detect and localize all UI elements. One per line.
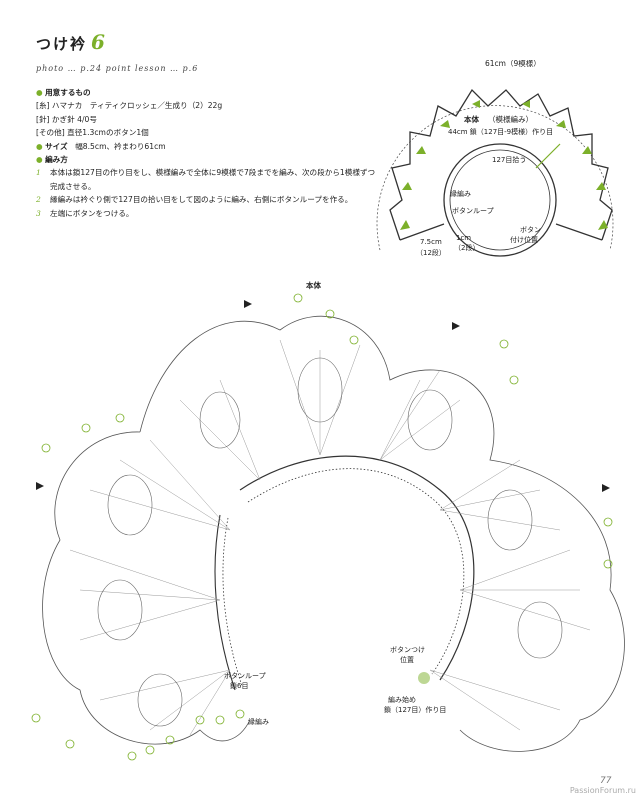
title-number: 6 (91, 30, 107, 54)
chart-outer-edge-right (139, 315, 625, 752)
title-text: つけ衿 (36, 35, 88, 53)
chart-neckline (239, 455, 475, 681)
schematic-edge-depth: 1cm (456, 234, 471, 242)
chart-edging-label: 縁編み (248, 717, 269, 726)
chart-heading: 本体 (306, 281, 321, 290)
outer-dimension-arc (376, 105, 614, 251)
collar-outline-zigzag (389, 88, 613, 241)
page-reference: photo … p.24 point lesson … p.6 (36, 64, 199, 73)
chart-start-sub: 鎖（127目）作り目 (384, 705, 446, 714)
schematic-depth-rows: （12段） (416, 248, 446, 257)
size-value: 幅8.5cm、衿まわり61cm (75, 141, 166, 151)
direction-arrows (400, 100, 608, 230)
schematic-edge-rows: （2段） (454, 243, 479, 252)
schematic-button-label: ボタン (520, 225, 541, 234)
instructions-block: ● 用意するもの [糸] ハマナカ ティティクロッシェ／生成り（2）22g [針… (36, 86, 376, 220)
page-number: 77 (600, 776, 612, 786)
chart-outer-edge-left (42, 431, 251, 745)
size-label: サイズ (45, 141, 68, 151)
yarn-line: [糸] ハマナカ ティティクロッシェ／生成り（2）22g (36, 101, 223, 111)
schematic-width-label: 61cm（9模様） (485, 60, 541, 68)
materials-heading: 用意するもの (45, 88, 91, 97)
collar-schematic: 61cm（9模様） 本体 （模様編み） 44cm 鎖（127目-9模様）作り目 … (376, 60, 614, 257)
schematic-button-label-2: 付け位置 (510, 235, 538, 244)
stitch-radials (69, 339, 591, 736)
collar-inner-circle (443, 143, 557, 257)
hook-line: [針] かぎ針 4/0号 (36, 114, 97, 124)
schematic-edging-label: 縁編み (450, 189, 471, 198)
method-heading: 編み方 (45, 155, 68, 165)
pineapple-motifs (97, 357, 563, 727)
row-start-triangles (36, 300, 610, 492)
button-position-marker (418, 672, 430, 684)
schematic-pickup-label: 127目拾う (492, 155, 526, 164)
chart-button-pos-sub: 位置 (400, 655, 414, 664)
schematic-depth-label: 7.5cm (420, 238, 442, 246)
chart-button-loop-sub: 鎖6目 (230, 681, 248, 690)
watermark: PassionForum.ru (569, 786, 636, 795)
chart-button-loop-label: ボタンループ (224, 671, 266, 680)
chart-start-label: 編み始め (388, 695, 416, 704)
schematic-body-label: 本体 (463, 114, 479, 124)
other-line: [その他] 直径1.3cmのボタン1個 (36, 128, 149, 138)
edging-circle (449, 149, 551, 251)
schematic-loop-label: ボタンループ (452, 206, 494, 215)
crochet-chart: ボタンループ 鎖6目 縁編み ボタンつけ 位置 編み始め 鎖（127目）作り目 (31, 293, 625, 761)
schematic-chain-label: 44cm 鎖（127目-9模様）作り目 (448, 127, 553, 136)
chart-button-pos-label: ボタンつけ (390, 645, 425, 654)
schematic-pattern-label: （模様編み） (488, 114, 533, 124)
row-marker-circles (31, 293, 613, 761)
